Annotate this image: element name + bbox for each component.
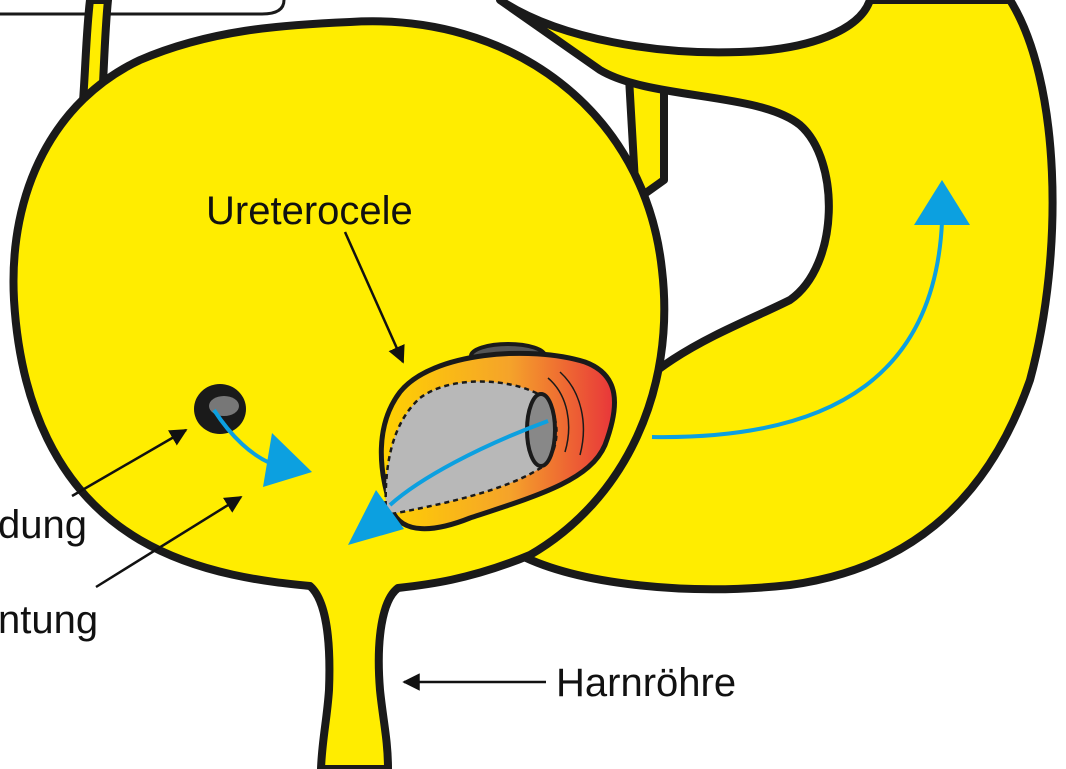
top-left-box-corner — [0, 0, 284, 14]
label-partial-left-1: dung — [0, 503, 87, 547]
label-partial-left-2: ntung — [0, 598, 98, 642]
left-ureteral-orifice-inner — [209, 396, 239, 416]
label-harnroehre: Harnröhre — [556, 661, 736, 705]
label-ureterocele: Ureterocele — [206, 189, 413, 233]
ureterocele-opening — [527, 394, 555, 466]
